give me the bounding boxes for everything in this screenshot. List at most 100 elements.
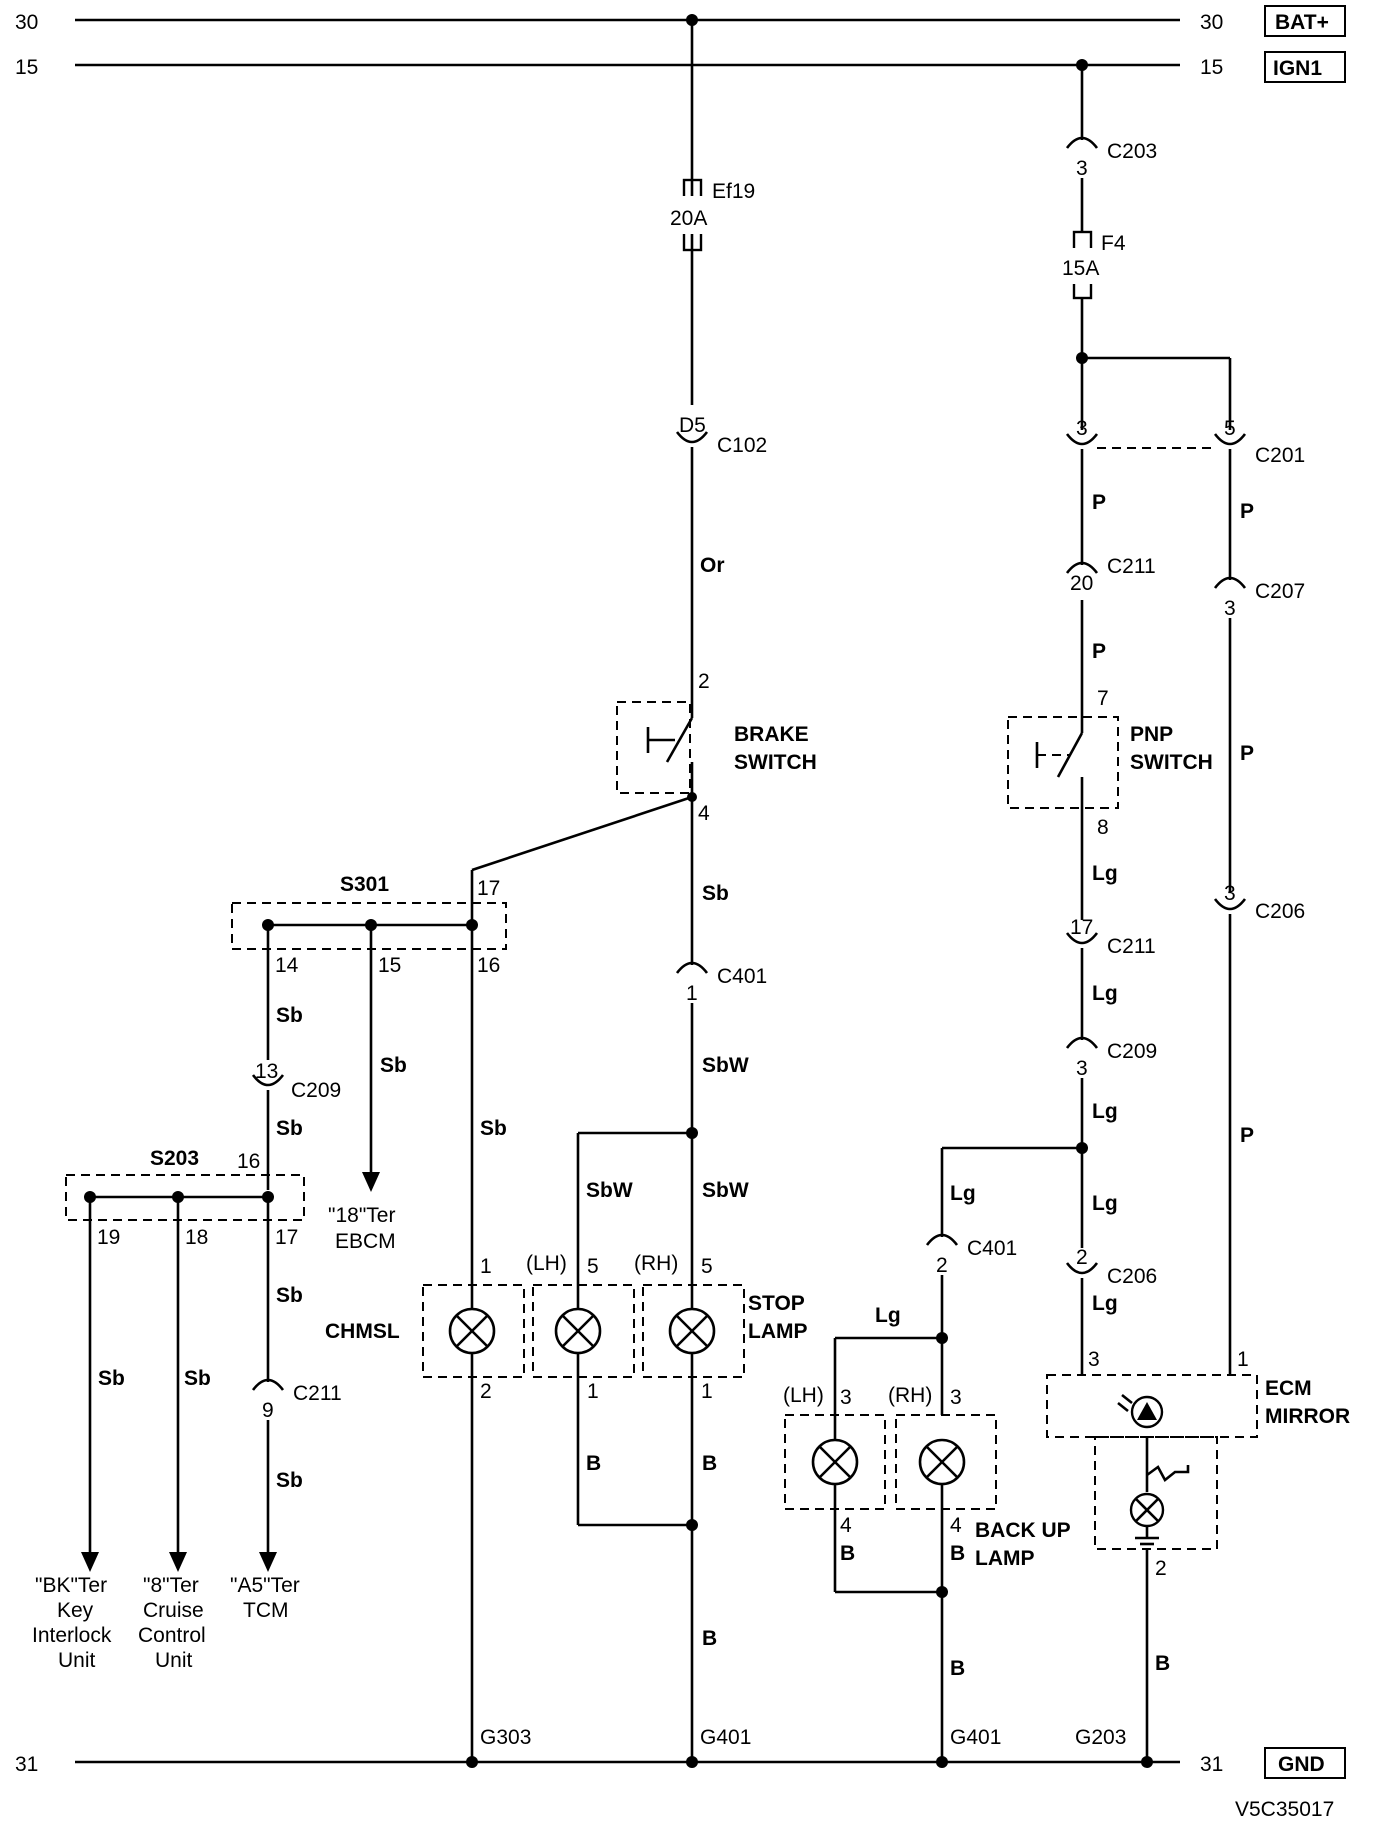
cruise-dest-1: "8"Ter: [143, 1574, 199, 1597]
backup-lamp-lh-bulb-icon: [811, 1438, 859, 1486]
wire-p-5: P: [1240, 1124, 1254, 1147]
wire-p-2: P: [1092, 640, 1106, 663]
s203-box: [65, 1174, 305, 1221]
pnp-switch-pin-top: 7: [1097, 687, 1109, 710]
stop-lamp-lh-pin-bot: 1: [587, 1380, 599, 1403]
tcm-dest-1: "A5"Ter: [230, 1574, 300, 1597]
wire-sbw-lh: SbW: [586, 1179, 633, 1202]
ground-labels: G303 G401 G401 G203: [480, 1726, 1126, 1749]
ecm-mirror-pin-b: 1: [1237, 1348, 1249, 1371]
ecm-mirror-label-2: MIRROR: [1265, 1405, 1350, 1428]
c211-mid-name: C211: [1107, 935, 1156, 958]
stop-lamp-lh-pin-top: 5: [587, 1255, 599, 1278]
c401-mid-connector: [675, 961, 709, 974]
c206-top-name: C206: [1255, 900, 1305, 923]
wire-sb-cruise: Sb: [184, 1367, 211, 1390]
wire-b-backup-lh: B: [840, 1542, 855, 1565]
stop-lamp-lh-bulb-icon: [554, 1307, 602, 1355]
chmsl-bulb-icon: [448, 1307, 496, 1355]
c203-pin: 3: [1076, 157, 1088, 180]
wire-lg-6: Lg: [950, 1182, 976, 1205]
c211-top-pin: 20: [1070, 572, 1093, 595]
key-dest-4: Unit: [58, 1649, 96, 1672]
stop-lamp-lh-box: [532, 1284, 635, 1378]
c203-name: C203: [1107, 140, 1157, 163]
s203-pin-17: 17: [275, 1226, 298, 1249]
wire-b-ecm: B: [1155, 1652, 1170, 1675]
wire-or-label: Or: [700, 554, 725, 577]
key-interlock-arrow-icon: [81, 1552, 99, 1572]
c211-left-connector: [251, 1378, 285, 1391]
s203-pin-19: 19: [97, 1226, 120, 1249]
ebcm-dest-1: "18"Ter: [328, 1204, 395, 1227]
c401-right-pin: 2: [936, 1254, 948, 1277]
c209-left-connector: [251, 1074, 285, 1087]
c401-mid-name: C401: [717, 965, 767, 988]
c207-name: C207: [1255, 580, 1305, 603]
ign-circuit: 3 C203 F4 15A 3 5 C201 P 20 C211 P 7 PNP: [1007, 65, 1305, 1375]
wire-lg-1: Lg: [1092, 862, 1118, 885]
ign1-label: IGN1: [1273, 57, 1322, 80]
c211-mid-pin: 17: [1070, 916, 1093, 939]
stop-lamp-rh-bulb-icon: [668, 1307, 716, 1355]
s301-pin-14: 14: [275, 954, 299, 977]
gnd-rail-left-label: 31: [15, 1753, 38, 1776]
pnp-switch-label-2: SWITCH: [1130, 751, 1213, 774]
bat-plus-tag: [1264, 5, 1346, 37]
chmsl-box: [422, 1284, 525, 1378]
brake-switch-label-1: BRAKE: [734, 723, 809, 746]
wire-sb-chmsl: Sb: [480, 1117, 507, 1140]
ground-g203: G203: [1075, 1726, 1126, 1749]
backup-lamp-rh-box: [895, 1414, 997, 1510]
chmsl-pin-bot: 2: [480, 1380, 492, 1403]
backup-lamp-lh-tag: (LH): [783, 1384, 824, 1407]
cruise-dest-2: Cruise: [143, 1599, 204, 1622]
s301-pin-15: 15: [378, 954, 401, 977]
s203-name: S203: [150, 1147, 199, 1170]
c206-top-pin: 3: [1224, 882, 1236, 905]
c207-connector: [1213, 576, 1247, 589]
c102-name: C102: [717, 434, 767, 457]
wire-sb-tcm: Sb: [276, 1469, 303, 1492]
ign1-tag: [1264, 51, 1346, 83]
bat-rail-left-label: 30: [15, 11, 38, 34]
c201-connector-a: [1065, 433, 1099, 446]
s301-pin-16: 16: [477, 954, 500, 977]
ecm-mirror-pin-gnd: 2: [1155, 1557, 1167, 1580]
wire-b-backup-rh: B: [950, 1542, 965, 1565]
ecm-mirror-lower-box: [1094, 1436, 1218, 1550]
chmsl-label: CHMSL: [325, 1320, 400, 1343]
ecm-mirror-label-1: ECM: [1265, 1377, 1312, 1400]
c102-connector: [675, 431, 709, 444]
wire-lg-5: Lg: [1092, 1292, 1118, 1315]
stop-lamp-lh-tag: (LH): [526, 1252, 567, 1275]
c209-right-pin: 3: [1076, 1057, 1088, 1080]
backup-lamp-rh-pin-top: 3: [950, 1386, 962, 1409]
brake-switch-box: [616, 701, 691, 794]
bat-rail: 30 30 BAT+: [15, 5, 1346, 37]
wire-p-3: P: [1240, 500, 1254, 523]
tcm-dest-2: TCM: [243, 1599, 289, 1622]
wire-lg-4: Lg: [1092, 1192, 1118, 1215]
wire-b-backup-gnd: B: [950, 1657, 965, 1680]
wire-p-4: P: [1240, 742, 1254, 765]
gnd-rail-right-label: 31: [1200, 1753, 1223, 1776]
wire-b-stop-gnd: B: [702, 1627, 717, 1650]
bat-plus-label: BAT+: [1275, 11, 1329, 34]
stop-lamp-rh-tag: (RH): [634, 1252, 678, 1275]
fuse-f4-name: F4: [1101, 232, 1126, 255]
c207-pin: 3: [1224, 597, 1236, 620]
gnd-rail: 31 31 GND: [15, 1747, 1346, 1779]
internal-ground-icon: [1135, 1526, 1159, 1546]
chmsl-pin-top: 1: [480, 1255, 492, 1278]
wire-sbw-1: SbW: [702, 1054, 749, 1077]
c211-mid-connector: [1065, 932, 1099, 945]
c211-left-name: C211: [293, 1382, 342, 1405]
brake-switch-label-2: SWITCH: [734, 751, 817, 774]
brake-switch-pin-bot: 4: [698, 802, 710, 825]
c209-left-name: C209: [291, 1079, 341, 1102]
ground-g401-backup: G401: [950, 1726, 1001, 1749]
stop-lamp-rh-pin-top: 5: [701, 1255, 713, 1278]
brake-switch-pin-top: 2: [698, 670, 710, 693]
ground-g401-stop: G401: [700, 1726, 751, 1749]
